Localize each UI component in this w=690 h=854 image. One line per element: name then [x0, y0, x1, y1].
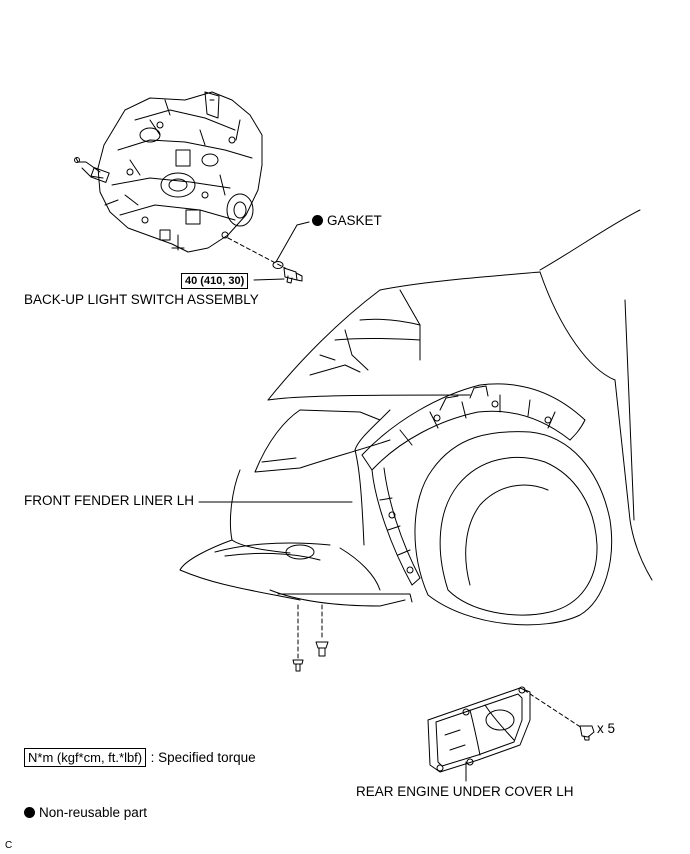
gasket-label-text: GASKET	[327, 213, 382, 228]
cover-clip-dash	[523, 689, 583, 729]
transaxle-assembly	[74, 91, 263, 253]
non-reusable-dot-icon	[312, 215, 323, 226]
cover-clip	[579, 725, 595, 741]
rear-cover-label: REAR ENGINE UNDER COVER LH	[356, 784, 574, 799]
gasket-label: GASKET	[312, 213, 382, 229]
backup-light-switch	[283, 267, 303, 284]
backup-switch-label: BACK-UP LIGHT SWITCH ASSEMBLY	[24, 292, 259, 307]
fender-liner-label: FRONT FENDER LINER LH	[24, 493, 195, 508]
clip-fastener	[315, 641, 329, 657]
non-reusable-text: Non-reusable part	[39, 805, 148, 820]
legend-torque: N*m (kgf*cm, ft.*lbf) : Specified torque	[24, 748, 256, 767]
front-fender-liner	[361, 383, 586, 586]
screw	[292, 659, 304, 672]
corner-mark: C	[5, 840, 13, 851]
gasket-leader	[275, 221, 310, 263]
torque-value-box: 40 (410, 30)	[181, 273, 249, 289]
switch-dash-line	[227, 237, 286, 269]
gasket-ring	[272, 261, 284, 269]
legend-non-reusable: Non-reusable part	[24, 805, 147, 821]
vehicle-body	[179, 209, 653, 607]
torque-description: : Specified torque	[150, 750, 256, 765]
non-reusable-legend-dot-icon	[24, 807, 35, 818]
rear-engine-under-cover	[427, 686, 531, 773]
clip-count-label: x 5	[597, 721, 616, 736]
torque-unit-box: N*m (kgf*cm, ft.*lbf)	[24, 748, 147, 767]
torque-leader	[253, 278, 285, 281]
front-wheel	[414, 431, 613, 626]
